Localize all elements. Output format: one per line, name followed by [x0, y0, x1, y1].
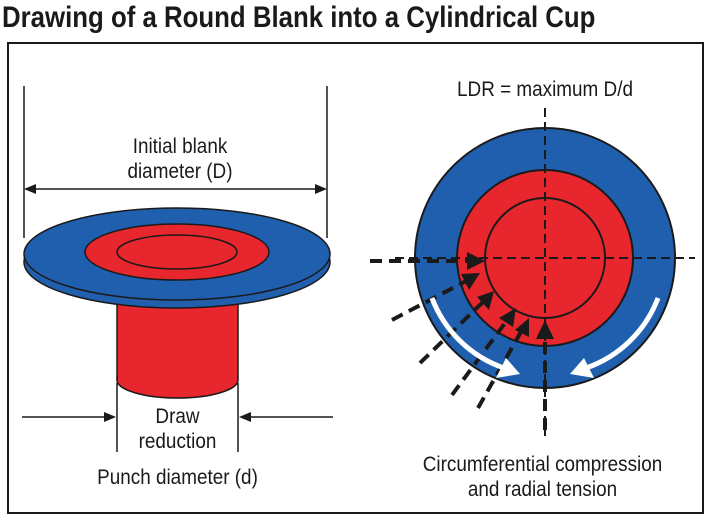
compression-arrowheads [461, 252, 554, 339]
initial-blank-label-line1: Initial blank [132, 135, 228, 158]
ldr-label: LDR = maximum D/d [457, 78, 633, 101]
page-title: Drawing of a Round Blank into a Cylindri… [2, 1, 596, 34]
circumferential-arrows [429, 297, 661, 371]
circumferential-label-line2: and radial tension [467, 478, 618, 501]
blank-flange [23, 207, 331, 309]
diagram-frame [7, 42, 704, 514]
inner-circle [484, 197, 606, 319]
circumferential-label-line1: Circumferential compression [422, 453, 663, 476]
punch-cylinder [116, 300, 239, 399]
draw-reduction-label-line1: Draw [155, 405, 200, 428]
cup-illustration [22, 86, 333, 452]
draw-reduction-label-line2: reduction [138, 430, 217, 453]
punch-diameter-label: Punch diameter (d) [97, 466, 258, 489]
top-view-illustration [370, 108, 695, 436]
initial-blank-label-line2: diameter (D) [127, 160, 233, 183]
cup-inner-ring [116, 234, 238, 270]
